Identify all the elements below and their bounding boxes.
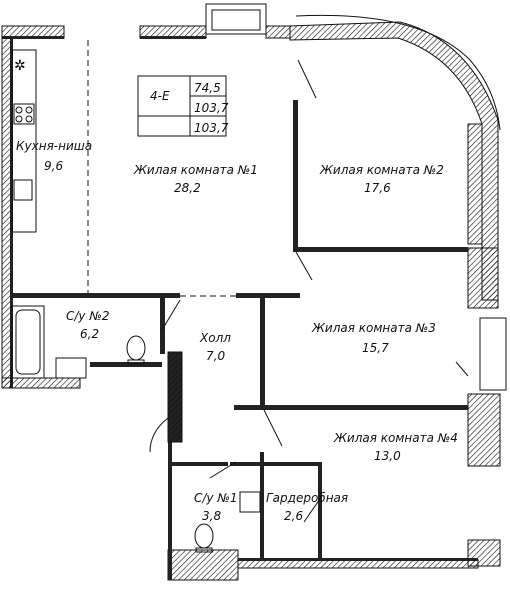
- room-kitchen-name: Кухня-ниша: [16, 139, 92, 153]
- room-bath2-area: 6,2: [80, 327, 99, 341]
- outer-walls: [1, 3, 507, 581]
- fixtures: ✲: [11, 49, 261, 553]
- total-area-with-balconies: 103,7: [194, 121, 229, 135]
- room-wardrobe-name: Гардеробная: [266, 491, 348, 505]
- info-table: 4-E 74,5 103,7 103,7: [137, 75, 229, 137]
- room-wardrobe-area: 2,6: [284, 509, 303, 523]
- room-hall-name: Холл: [199, 331, 231, 345]
- apartment-code: 4-E: [150, 89, 170, 103]
- room-labels: Кухня-ниша 9,6 Жилая комната №1 28,2 Жил…: [16, 139, 458, 523]
- room-living3-name: Жилая комната №3: [311, 321, 436, 335]
- room-living2-name: Жилая комната №2: [319, 163, 444, 177]
- interior-walls: [12, 100, 468, 560]
- room-bath1-name: С/у №1: [194, 491, 237, 505]
- room-living1-name: Жилая комната №1: [133, 163, 258, 177]
- room-bath2-name: С/у №2: [66, 309, 109, 323]
- fan-icon: ✲: [14, 58, 26, 74]
- room-hall-area: 7,0: [206, 349, 225, 363]
- doors: [149, 59, 469, 523]
- living-area: 74,5: [194, 81, 221, 95]
- room-living2-area: 17,6: [364, 181, 391, 195]
- zone-lines: [87, 40, 236, 297]
- room-living4-name: Жилая комната №4: [333, 431, 458, 445]
- room-living1-area: 28,2: [174, 181, 201, 195]
- room-living3-area: 15,7: [362, 341, 389, 355]
- room-bath1-area: 3,8: [202, 509, 221, 523]
- room-living4-area: 13,0: [374, 449, 401, 463]
- room-kitchen-area: 9,6: [44, 159, 63, 173]
- total-area: 103,7: [194, 101, 229, 115]
